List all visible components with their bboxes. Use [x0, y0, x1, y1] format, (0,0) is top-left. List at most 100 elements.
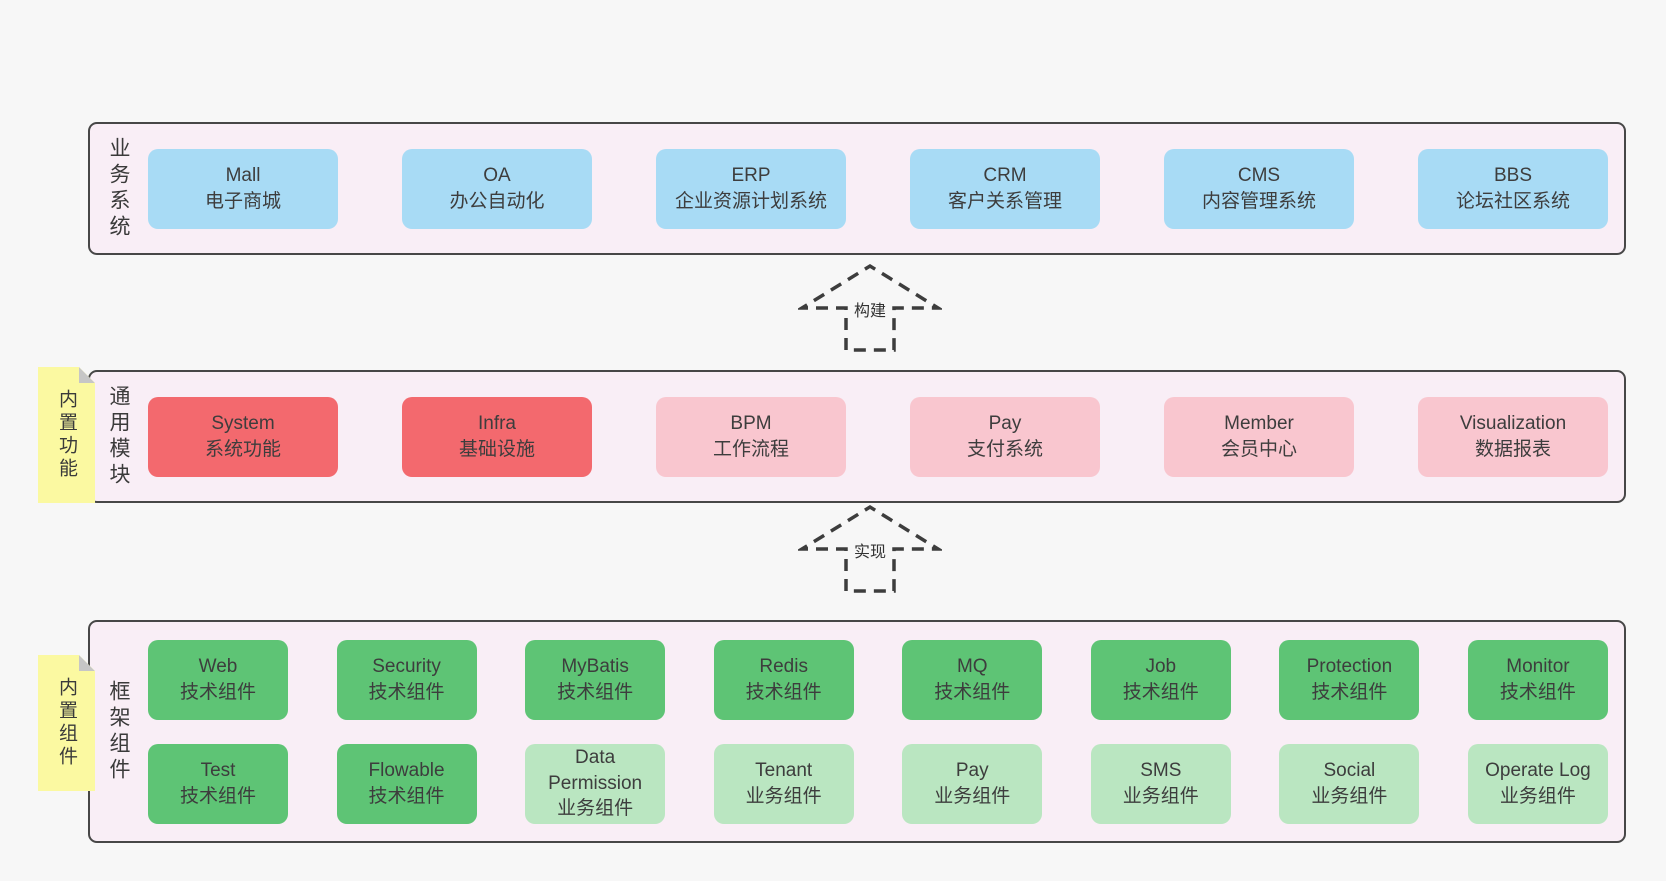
label-zh: 论坛社区系统 — [1455, 190, 1570, 212]
band-business-systems: 业务系统 Mall 电子商城 OA 办公自动化 ERP 企业资源计划系统 CRM… — [88, 122, 1626, 255]
label-zh: 业务组件 — [745, 785, 822, 807]
label-zh: 技术组件 — [1311, 681, 1388, 703]
label-zh: 业务组件 — [557, 798, 634, 820]
label-en: Data Permission — [548, 746, 643, 794]
dashed-up-arrow-build: 构建 — [798, 262, 942, 354]
box-job: Job 技术组件 — [1090, 639, 1231, 720]
box-monitor: Monitor 技术组件 — [1467, 639, 1608, 720]
box-mall: Mall 电子商城 — [148, 148, 338, 229]
up-arrow-icon — [798, 263, 942, 352]
label-zh: 技术组件 — [1499, 681, 1576, 703]
box-tenant: Tenant 业务组件 — [713, 743, 854, 824]
label-en: Flowable — [368, 759, 445, 781]
box-redis: Redis 技术组件 — [713, 639, 854, 720]
box-flowable: Flowable 技术组件 — [336, 743, 477, 824]
label-en: Web — [198, 655, 238, 677]
label-en: Mall — [225, 164, 261, 186]
band-framework-components: 框架组件 Web 技术组件 Security 技术组件 MyBatis 技术组件… — [88, 620, 1626, 843]
box-pay-component: Pay 业务组件 — [902, 743, 1043, 824]
box-oa: OA 办公自动化 — [402, 148, 592, 229]
framework-row-2: Test 技术组件 Flowable 技术组件 Data Permission … — [148, 743, 1608, 824]
dashed-up-arrow-implement: 实现 — [798, 503, 942, 595]
band-common-modules: 通用模块 System 系统功能 Infra 基础设施 BPM 工作流程 Pay… — [88, 370, 1626, 503]
label-zh: 基础设施 — [458, 438, 535, 460]
label-zh: 技术组件 — [368, 785, 445, 807]
up-arrow-icon — [798, 504, 942, 593]
label-zh: 系统功能 — [204, 438, 281, 460]
label-en: CRM — [983, 164, 1027, 186]
label-en: Test — [200, 759, 236, 781]
box-mybatis: MyBatis 技术组件 — [525, 639, 666, 720]
label-zh: 技术组件 — [934, 681, 1011, 703]
label-en: Redis — [759, 655, 808, 677]
label-en: OA — [483, 164, 511, 186]
label-en: CMS — [1237, 164, 1281, 186]
box-infra: Infra 基础设施 — [402, 396, 592, 477]
label-en: Protection — [1306, 655, 1393, 677]
label-en: Social — [1323, 759, 1376, 781]
label-zh: 技术组件 — [179, 785, 256, 807]
label-en: MQ — [956, 655, 988, 677]
sticky-label: 内置功能 — [56, 389, 77, 481]
box-bpm: BPM 工作流程 — [656, 396, 846, 477]
label-en: Visualization — [1459, 412, 1567, 434]
box-visualization: Visualization 数据报表 — [1418, 396, 1608, 477]
band-framework-components-content: Web 技术组件 Security 技术组件 MyBatis 技术组件 Redi… — [148, 622, 1608, 841]
label-zh: 技术组件 — [1122, 681, 1199, 703]
label-zh: 业务组件 — [934, 785, 1011, 807]
band-label-common-modules: 通用模块 — [107, 384, 130, 489]
band-label-business-systems: 业务系统 — [107, 136, 130, 241]
label-zh: 企业资源计划系统 — [674, 190, 827, 212]
sticky-note-built-in-functions: 内置功能 — [38, 367, 95, 503]
label-en: Member — [1224, 412, 1294, 434]
band-label-framework-components: 框架组件 — [107, 679, 130, 784]
band-common-modules-content: System 系统功能 Infra 基础设施 BPM 工作流程 Pay 支付系统… — [148, 372, 1608, 501]
label-zh: 工作流程 — [712, 438, 789, 460]
box-erp: ERP 企业资源计划系统 — [656, 148, 846, 229]
label-en: Pay — [988, 412, 1022, 434]
label-zh: 电子商城 — [204, 190, 281, 212]
label-zh: 办公自动化 — [449, 190, 545, 212]
label-zh: 支付系统 — [966, 438, 1043, 460]
arrow-label-implement: 实现 — [850, 538, 890, 562]
label-en: MyBatis — [561, 655, 629, 677]
box-test: Test 技术组件 — [148, 743, 288, 824]
box-member: Member 会员中心 — [1164, 396, 1354, 477]
sticky-note-built-in-components: 内置组件 — [38, 655, 95, 791]
label-zh: 数据报表 — [1474, 438, 1551, 460]
label-zh: 业务组件 — [1122, 785, 1199, 807]
label-en: SMS — [1140, 759, 1182, 781]
box-data-permission: Data Permission 业务组件 — [525, 743, 666, 824]
box-crm: CRM 客户关系管理 — [910, 148, 1100, 229]
label-en: Tenant — [755, 759, 813, 781]
label-zh: 业务组件 — [1499, 785, 1576, 807]
sticky-label: 内置组件 — [56, 677, 77, 769]
label-en: Monitor — [1506, 655, 1570, 677]
label-en: System — [211, 412, 275, 434]
framework-row-1: Web 技术组件 Security 技术组件 MyBatis 技术组件 Redi… — [148, 639, 1608, 720]
band-business-systems-content: Mall 电子商城 OA 办公自动化 ERP 企业资源计划系统 CRM 客户关系… — [148, 124, 1608, 253]
box-security: Security 技术组件 — [336, 639, 477, 720]
label-zh: 客户关系管理 — [947, 190, 1062, 212]
label-zh: 技术组件 — [557, 681, 634, 703]
box-cms: CMS 内容管理系统 — [1164, 148, 1354, 229]
label-en: BPM — [730, 412, 772, 434]
label-en: Job — [1145, 655, 1177, 677]
box-web: Web 技术组件 — [148, 639, 288, 720]
box-social: Social 业务组件 — [1279, 743, 1420, 824]
box-mq: MQ 技术组件 — [902, 639, 1043, 720]
label-en: Operate Log — [1485, 759, 1591, 781]
label-en: BBS — [1493, 164, 1533, 186]
label-zh: 会员中心 — [1220, 438, 1297, 460]
box-system: System 系统功能 — [148, 396, 338, 477]
label-zh: 内容管理系统 — [1201, 190, 1316, 212]
box-operate-log: Operate Log 业务组件 — [1467, 743, 1608, 824]
label-zh: 技术组件 — [179, 681, 256, 703]
label-en: Infra — [477, 412, 517, 434]
box-bbs: BBS 论坛社区系统 — [1418, 148, 1608, 229]
box-protection: Protection 技术组件 — [1279, 639, 1420, 720]
label-zh: 业务组件 — [1311, 785, 1388, 807]
label-en: Security — [372, 655, 441, 677]
label-zh: 技术组件 — [368, 681, 445, 703]
